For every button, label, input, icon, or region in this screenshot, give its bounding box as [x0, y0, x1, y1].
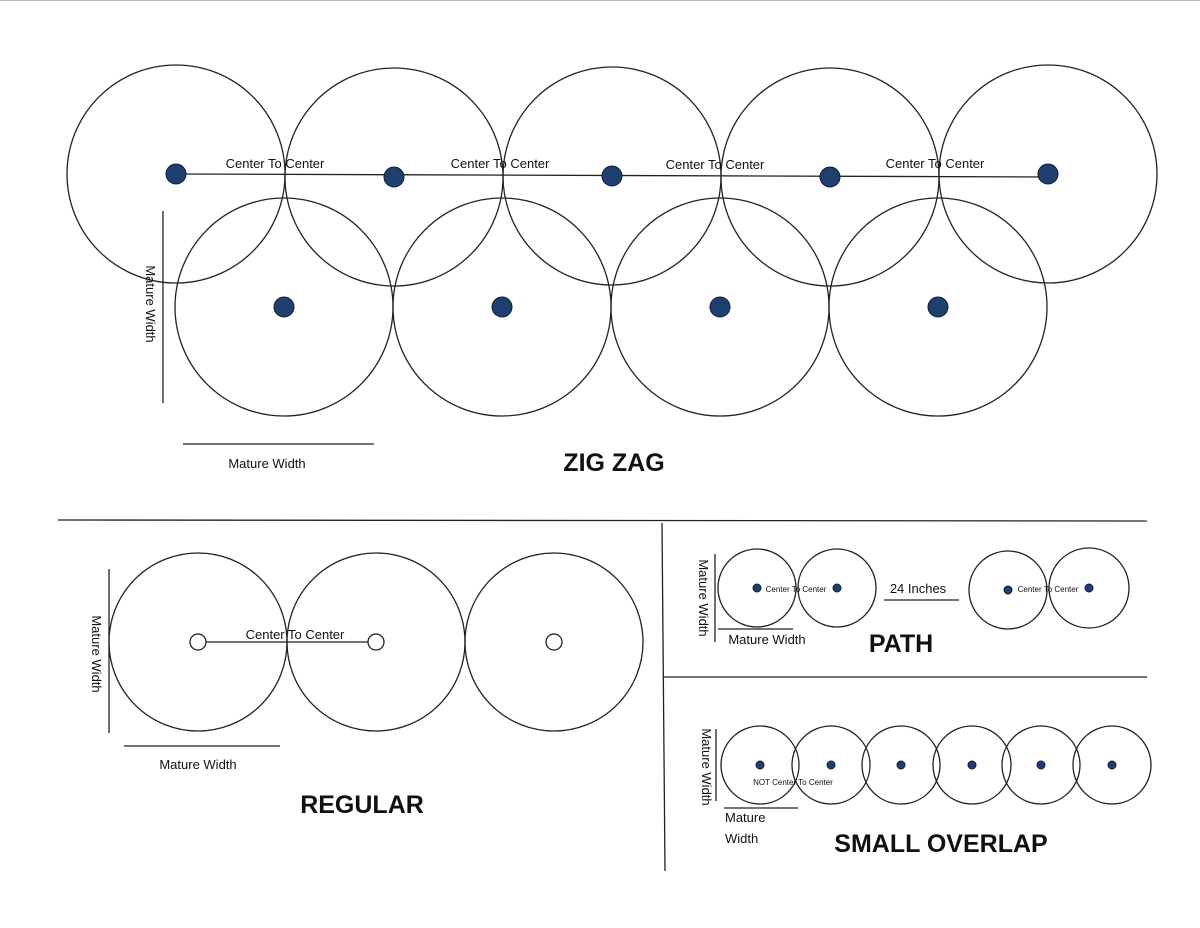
plant-center-dot [819, 166, 841, 188]
gap-label: 24 Inches [890, 581, 947, 596]
plant-center-dot [832, 583, 842, 593]
mature-width-vertical-label: Mature Width [696, 559, 711, 636]
center-label: Center To Center [886, 156, 985, 171]
plant-center-dot [967, 760, 977, 770]
mature-width-horizontal-label-line2: Width [725, 831, 758, 846]
plant-center-dot [491, 296, 513, 318]
mature-width-circle [968, 550, 1048, 630]
zigzag-section: Center To Center Center To Center Center… [66, 64, 1158, 477]
mature-width-circle [861, 725, 941, 805]
mature-width-horizontal-label-line1: Mature [725, 810, 765, 825]
plant-center-dot [1037, 163, 1059, 185]
center-label: Center To Center [451, 156, 550, 171]
mature-width-circle [174, 197, 394, 417]
plant-center-dot [709, 296, 731, 318]
path-title: PATH [869, 630, 933, 658]
mature-width-horizontal-label: Mature Width [728, 632, 805, 647]
mature-width-vertical-label: Mature Width [143, 265, 158, 342]
regular-title: REGULAR [300, 791, 424, 819]
mature-width-vertical-label: Mature Width [89, 615, 104, 692]
plant-center-dot [1036, 760, 1046, 770]
mature-width-circle [1072, 725, 1152, 805]
plant-center-dot [752, 583, 762, 593]
small-overlap-section: NOT Center To Center Mature Width Mature… [699, 725, 1152, 858]
center-label: Center To Center [1018, 585, 1079, 594]
plant-center-dot [545, 633, 563, 651]
small-overlap-title: SMALL OVERLAP [834, 830, 1047, 858]
plant-center-dot [165, 163, 187, 185]
plant-center-dot [1107, 760, 1117, 770]
plant-center-dot [1084, 583, 1094, 593]
center-label: Center To Center [226, 156, 325, 171]
divider-vertical [661, 522, 666, 872]
plant-center-dot [383, 166, 405, 188]
plant-center-dot [367, 633, 385, 651]
center-label: Center To Center [766, 585, 827, 594]
plant-center-dot [601, 165, 623, 187]
zigzag-title: ZIG ZAG [563, 449, 664, 477]
mature-width-circle [1001, 725, 1081, 805]
mature-width-circle [797, 548, 877, 628]
plant-center-dot [1003, 585, 1013, 595]
plant-center-dot [826, 760, 836, 770]
plant-center-dot [189, 633, 207, 651]
mature-width-circle [717, 548, 797, 628]
plant-center-dot [896, 760, 906, 770]
mature-width-horizontal-label: Mature Width [228, 456, 305, 471]
regular-section: Center To Center Mature Width Mature Wid… [89, 552, 644, 819]
mature-width-circle [932, 725, 1012, 805]
plant-center-dot [755, 760, 765, 770]
center-label: Center To Center [666, 157, 765, 172]
mature-width-vertical-label: Mature Width [699, 728, 714, 805]
plant-center-dot [927, 296, 949, 318]
mature-width-horizontal-label: Mature Width [159, 757, 236, 772]
plant-center-dot [273, 296, 295, 318]
center-label: Center To Center [246, 627, 345, 642]
mature-width-circle [791, 725, 871, 805]
divider-horizontal [57, 519, 1148, 522]
center-label: NOT Center To Center [753, 778, 833, 787]
mature-width-circle [720, 725, 800, 805]
path-section: Center To Center Center To Center 24 Inc… [696, 547, 1130, 658]
mature-width-circle [1048, 547, 1130, 629]
